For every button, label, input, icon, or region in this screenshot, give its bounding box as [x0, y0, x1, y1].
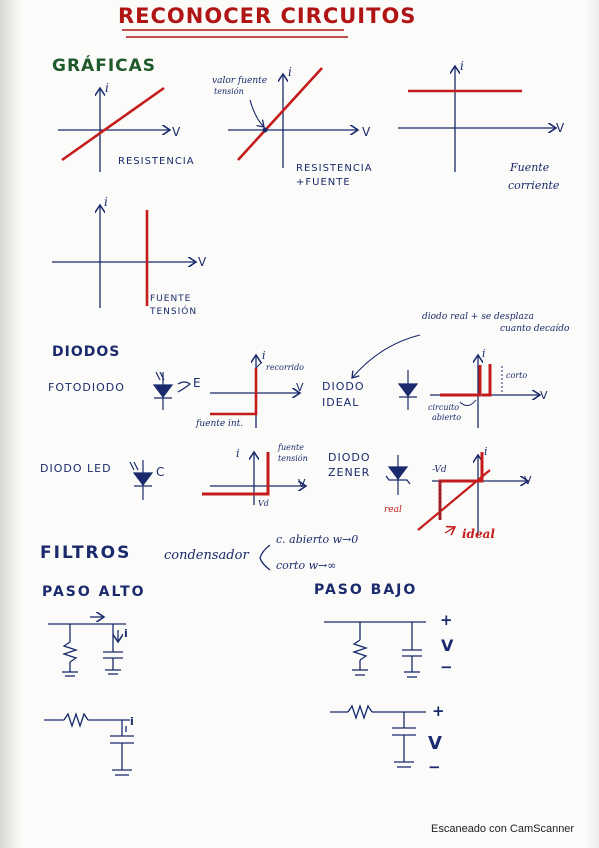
paso-alto-circuit-1 [48, 617, 126, 677]
diodo-ideal-note-1: diodo real + se desplaza [422, 312, 534, 322]
led-annotation-2: tensión [278, 454, 308, 463]
graph3-caption-1: Fuente [510, 161, 550, 174]
diodo-ideal-note-2: cuanto decaído [500, 324, 570, 334]
paso-bajo-minus-1: − [440, 658, 453, 676]
graph-resistencia [58, 88, 170, 172]
zener-annotation-ideal: ideal [462, 527, 495, 541]
fotodiodo-label: FOTODIODO [48, 381, 125, 394]
graph2-x-label: V [362, 125, 371, 139]
graph3-y-label: i [460, 59, 464, 73]
filtros-brace-1: c. abierto w→0 [276, 533, 359, 546]
led-vd-label: Vd [258, 499, 269, 508]
heading-filtros: FILTROS [40, 543, 132, 563]
graph4-y-label: i [104, 195, 108, 209]
diodo-ideal-x-label: V [540, 389, 548, 402]
fotodiodo-x-label: V [296, 381, 304, 394]
camscanner-footer: Escaneado con CamScanner [431, 823, 575, 835]
graph-diodo-ideal [430, 355, 540, 428]
diodo-ideal-label-2: IDEAL [322, 396, 360, 409]
zener-y-label: i [484, 445, 488, 458]
led-symbol [129, 460, 154, 500]
diodo-ideal-symbol [397, 370, 419, 410]
led-y-label: i [236, 447, 240, 460]
graph-fotodiodo [210, 355, 300, 428]
graph-diodo-zener [417, 452, 528, 535]
graph2-caption-1: RESISTENCIA [296, 163, 373, 174]
fotodiodo-annotation-bottom: fuente int. [196, 419, 244, 429]
diodo-zener-label-2: ZENER [328, 466, 371, 479]
diodo-ideal-annotation-circuito-1: circuito [428, 403, 460, 412]
paso-bajo-minus-2: − [428, 758, 441, 776]
paso-alto-current-1: i [124, 627, 128, 640]
zener-annotation-real: real [384, 505, 402, 515]
page-edge-shade [585, 0, 599, 848]
graph4-x-label: V [198, 255, 207, 269]
filtros-brace [259, 544, 271, 571]
paso-bajo-v-1: V [441, 636, 454, 655]
graph1-y-label: i [105, 81, 109, 95]
diodo-led-label: DIODO LED [40, 462, 112, 475]
heading-paso-alto: PASO ALTO [42, 584, 146, 600]
graph3-x-label: V [556, 121, 565, 135]
paso-bajo-v-2: V [428, 733, 442, 754]
diodo-ideal-annotation-corto: corto [506, 371, 528, 380]
graph2-y-label: i [288, 65, 292, 79]
graph-fuente-tension [52, 205, 196, 308]
filtros-condensador: condensador [164, 548, 249, 563]
led-x-label: V [298, 477, 306, 490]
zener-symbol [385, 455, 411, 495]
paso-bajo-circuit-2 [330, 703, 426, 768]
fotodiodo-symbol [152, 371, 191, 410]
paso-bajo-plus-1: + [440, 611, 453, 629]
zener-x-label: V [524, 474, 532, 487]
heading-diodos: DIODOS [52, 344, 121, 360]
paso-bajo-plus-2: + [432, 702, 445, 720]
graph2-annotation-1: valor fuente [212, 76, 268, 86]
binding-shadow [0, 0, 22, 848]
heading-paso-bajo: PASO BAJO [314, 582, 418, 598]
graph-fuente-corriente [398, 66, 556, 172]
graph2-caption-2: +FUENTE [296, 177, 351, 188]
graph4-caption-2: TENSIÓN [150, 307, 198, 317]
note-arrow [352, 334, 421, 378]
graph-resistencia-fuente [228, 67, 358, 168]
led-annotation-1: fuente [278, 443, 304, 452]
graph-diodo-led [202, 452, 306, 505]
fotodiodo-annotation-top: recorrido [266, 363, 304, 372]
graph3-caption-2: corriente [508, 179, 560, 192]
paso-bajo-circuit-1 [324, 621, 426, 678]
fotodiodo-symbol-mark: E [193, 376, 201, 390]
graph2-annotation-2: tensión [214, 87, 244, 96]
diodo-ideal-y-label: i [482, 347, 486, 360]
paso-alto-circuit-2 [44, 711, 134, 776]
page-title: RECONOCER CIRCUITOS [118, 4, 417, 28]
graph1-caption: RESISTENCIA [118, 156, 195, 167]
zener-vd-label: -Vd [432, 465, 447, 475]
filtros-brace-2: corto w→∞ [276, 559, 337, 572]
graph4-caption-1: FUENTE [150, 294, 192, 304]
led-symbol-mark: C [156, 465, 165, 479]
diodo-zener-label-1: DIODO [328, 451, 371, 464]
diodo-ideal-annotation-circuito-2: abierto [432, 413, 462, 422]
heading-graficas: GRÁFICAS [52, 56, 157, 76]
fotodiodo-y-label: i [262, 349, 266, 362]
diodo-ideal-label-1: DIODO [322, 380, 365, 393]
title-underline [122, 29, 348, 38]
graph1-x-label: V [172, 125, 181, 139]
paso-alto-current-2: i [130, 715, 134, 728]
